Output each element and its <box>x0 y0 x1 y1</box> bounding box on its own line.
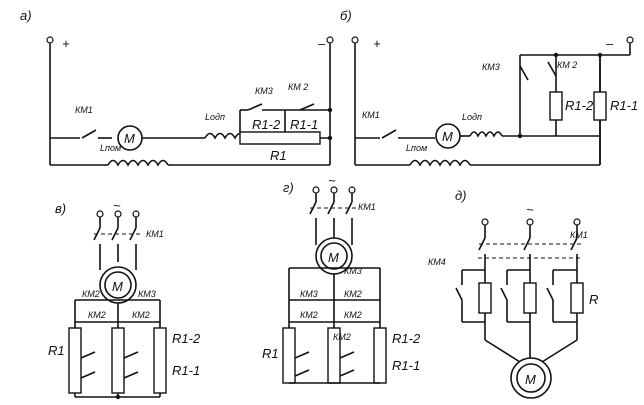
panel-b-plus-sign: + <box>373 36 381 51</box>
panel-a-km3-contact <box>247 103 263 111</box>
panel-b-motor-m: М <box>442 129 453 144</box>
panel-v-r11-label: R1-1 <box>172 363 200 378</box>
panel-b-km2-label: КМ 2 <box>557 60 577 70</box>
panel-a-minus-terminal <box>326 36 334 44</box>
panel-b-km1-label: КМ1 <box>362 110 380 120</box>
panel-v-phase-a-terminal <box>96 210 104 218</box>
panel-g-km2-label-mid: КМ2 <box>333 332 351 342</box>
panel-d-km4-label: КМ4 <box>428 257 446 267</box>
panel-v-phase-b-terminal <box>114 210 122 218</box>
panel-b-km1-contact <box>381 129 397 139</box>
panel-g-ac-symbol: ~ <box>328 173 336 188</box>
panel-b-km3-label: КМ3 <box>482 62 500 72</box>
panel-b-r12-resistor <box>549 91 563 121</box>
panel-v: в) ~ КМ1 М КМ2 КМ3 КМ2 КМ2 R1 R1-2 R1-1 <box>48 198 201 400</box>
panel-b-label: б) <box>340 8 352 23</box>
panel-g: г) ~ КМ1 М КМ3 КМ3 КМ2 КМ2 КМ2 КМ2 R1 <box>262 173 421 384</box>
panel-a-minus-sign: – <box>317 36 326 51</box>
panel-a-km1-label: КМ1 <box>75 105 93 115</box>
panel-b-r11-label: R1-1 <box>610 98 638 113</box>
panel-v-km1-label: КМ1 <box>146 229 164 239</box>
panel-a-shunt-coil-label: Lпом <box>100 143 121 153</box>
panel-d-label: д) <box>455 188 467 203</box>
panel-b-minus-terminal <box>626 36 634 44</box>
panel-v-r12-resistor <box>153 327 167 394</box>
panel-a-plus-terminal <box>46 36 54 44</box>
panel-g-km2-label-right: КМ2 <box>344 310 362 320</box>
panel-b-r11-resistor <box>593 91 607 121</box>
panel-v-ac-symbol: ~ <box>113 198 121 213</box>
panel-v-motor-m: М <box>112 279 123 294</box>
panel-b-series-coil <box>469 131 503 138</box>
panel-a-km3-label: КМ3 <box>255 86 273 96</box>
panel-d-km1-label: КМ1 <box>570 230 588 240</box>
panel-d-motor-symbol <box>516 363 546 393</box>
panel-g-km3-label-top: КМ3 <box>344 266 362 276</box>
panel-a-km2-contact <box>299 103 315 111</box>
panel-g-km1-label: КМ1 <box>358 202 376 212</box>
panel-b: б) + – КМ1 М Lодп КМ3 КМ 2 R1-2 R1-1 <box>340 8 638 167</box>
panel-g-motor-m: М <box>328 250 339 265</box>
panel-d-r-label: R <box>589 292 598 307</box>
panel-g-r1-resistor <box>282 327 296 384</box>
panel-v-km2-label-top: КМ2 <box>82 289 100 299</box>
panel-a-r1-resistor <box>239 131 321 145</box>
panel-a-r1-label: R1 <box>270 148 287 163</box>
panel-a-label: а) <box>20 8 32 23</box>
panel-b-series-coil-label: Lодп <box>462 112 482 122</box>
panel-b-plus-terminal <box>351 36 359 44</box>
panel-a-shunt-coil <box>107 159 169 167</box>
panel-d-motor-m: М <box>525 372 536 387</box>
panel-g-r11-label: R1-1 <box>392 358 420 373</box>
panel-v-km2-label-left: КМ2 <box>88 310 106 320</box>
panel-v-r12-label: R1-2 <box>172 331 201 346</box>
panel-d-resistor-c <box>570 282 584 314</box>
panel-g-r12-label: R1-2 <box>392 331 421 346</box>
panel-v-r1-resistor <box>68 327 82 394</box>
panel-b-minus-sign: – <box>605 36 614 51</box>
panel-a-series-coil <box>204 132 246 140</box>
panel-g-km3-label-left: КМ3 <box>300 289 318 299</box>
panel-b-shunt-coil-label: Lпом <box>406 143 427 153</box>
panel-b-r12-label: R1-2 <box>565 98 594 113</box>
panel-g-km2-label-right-top: КМ2 <box>344 289 362 299</box>
panel-v-motor-symbol <box>104 271 132 299</box>
panel-b-shunt-coil <box>409 159 471 167</box>
panel-b-km2-contact <box>547 61 557 77</box>
panel-v-label: в) <box>55 201 66 216</box>
panel-g-r12-resistor <box>373 327 387 384</box>
panel-g-motor-symbol <box>320 242 348 270</box>
panel-d-ac-symbol: ~ <box>526 202 534 217</box>
panel-v-km2-label-right: КМ2 <box>132 310 150 320</box>
panel-a-r12-label: R1-2 <box>252 117 281 132</box>
panel-v-km3-label: КМ3 <box>138 289 156 299</box>
panel-g-label: г) <box>283 180 294 195</box>
panel-v-r1-label: R1 <box>48 343 65 358</box>
panel-g-km2-label-left: КМ2 <box>300 310 318 320</box>
panel-g-r1-label: R1 <box>262 346 279 361</box>
panel-a-km2-label: КМ 2 <box>288 82 308 92</box>
panel-a-motor-m: М <box>124 131 135 146</box>
panel-d: д) ~ КМ1 КМ4 R <box>428 188 598 399</box>
panel-b-km3-contact <box>519 65 529 81</box>
panel-a-plus-sign: + <box>62 36 70 51</box>
panel-v-phase-c-terminal <box>132 210 140 218</box>
panel-a-r11-label: R1-1 <box>290 117 318 132</box>
panel-d-resistor-a <box>478 282 492 314</box>
panel-a: а) + – КМ1 М Lодп R1 R1-2 R1-1 КМ3 КМ 2 <box>20 8 334 167</box>
panel-a-km1-contact <box>81 129 97 139</box>
panel-d-resistor-b <box>523 282 537 314</box>
panel-a-series-coil-label: Lодп <box>205 112 225 122</box>
panel-v-mid-resistor <box>111 327 125 394</box>
